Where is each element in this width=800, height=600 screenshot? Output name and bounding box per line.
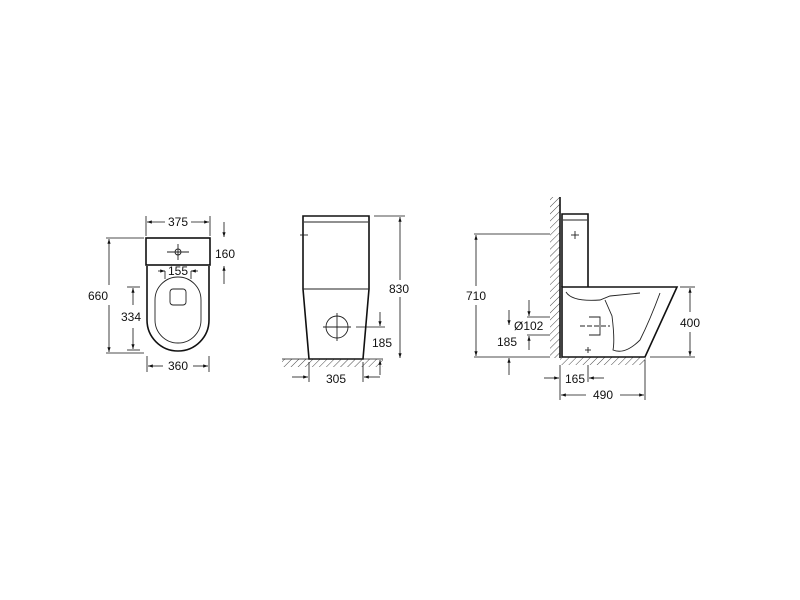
bowl-outline	[146, 266, 210, 352]
dim-160: 160	[215, 247, 235, 261]
tank-outline	[145, 237, 211, 266]
seat-outline	[154, 276, 202, 344]
dim-710: 710	[466, 289, 486, 303]
dim-375: 375	[168, 215, 188, 229]
dim-185-front: 185	[372, 336, 392, 350]
side-view: 710 Ø102 185 400 165 490	[466, 197, 700, 402]
dim-165: 165	[565, 372, 585, 386]
bowl-side	[561, 286, 679, 358]
front-view: 830 185 305	[282, 215, 409, 386]
floor-hatch	[282, 359, 383, 367]
top-view: 375 160 155 660 334 360	[88, 215, 235, 373]
floor-hatch-side	[560, 357, 646, 365]
dim-400: 400	[680, 316, 700, 330]
dim-305: 305	[326, 372, 346, 386]
dim-185-side: 185	[497, 335, 517, 349]
flush-button-icon	[167, 244, 189, 260]
dim-155: 155	[168, 264, 188, 278]
dim-334: 334	[121, 310, 141, 324]
dim-outlet-diameter: Ø102	[514, 319, 544, 333]
seat-hinge	[169, 288, 187, 306]
dim-660: 660	[88, 289, 108, 303]
wall-hatch	[550, 197, 560, 358]
outlet-circle-icon	[323, 313, 351, 341]
dim-830: 830	[389, 282, 409, 296]
dim-360: 360	[168, 359, 188, 373]
dim-490: 490	[593, 388, 613, 402]
tank-side	[561, 213, 589, 287]
